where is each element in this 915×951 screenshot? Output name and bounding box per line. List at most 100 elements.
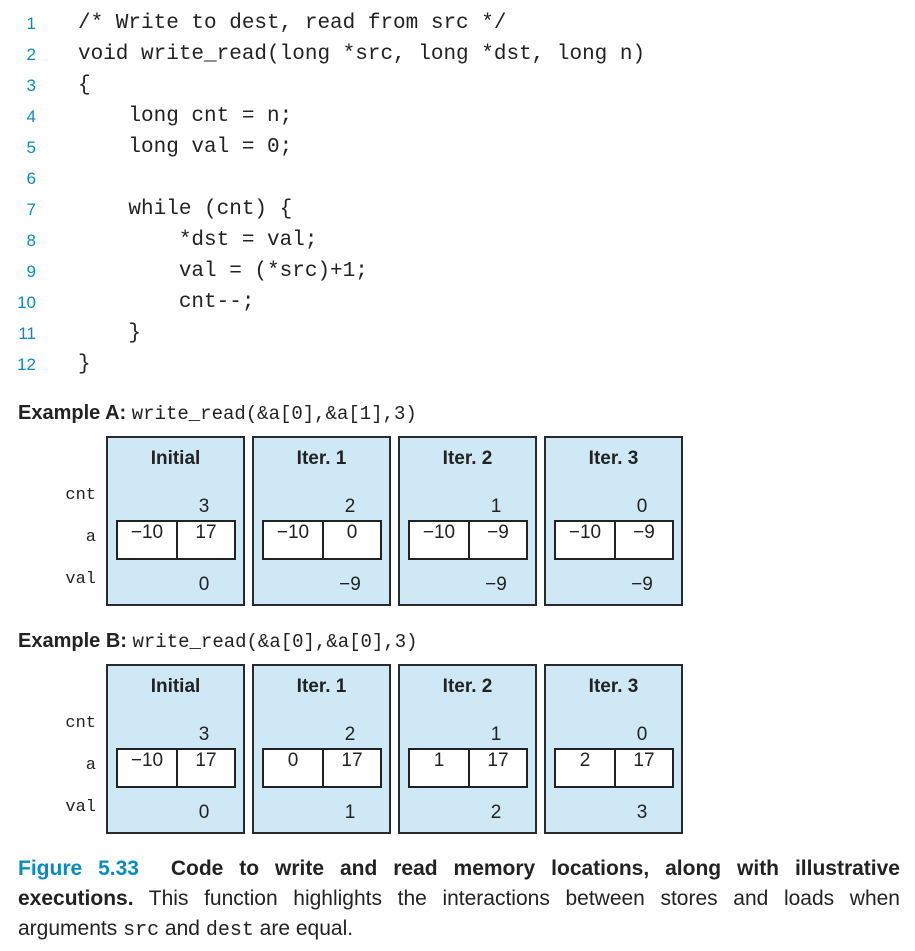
panel-title: Iter. 3 bbox=[588, 448, 639, 469]
array-cell-0: 1 bbox=[433, 750, 445, 771]
state-panel-initial: Initial 3 −10 17 0 bbox=[106, 664, 245, 834]
array-a: −10 −9 bbox=[408, 520, 528, 560]
array-cell-1: −9 bbox=[614, 522, 672, 558]
code-line: 9 val = (*src)+1; bbox=[0, 256, 915, 287]
array-cell-1: 17 bbox=[614, 750, 672, 786]
cnt-value: 1 bbox=[490, 724, 502, 745]
panel-title: Iter. 2 bbox=[442, 448, 493, 469]
code-text: while (cnt) { bbox=[78, 198, 293, 221]
line-number: 8 bbox=[26, 231, 36, 250]
array-cell-1: 17 bbox=[176, 522, 234, 558]
line-number: 3 bbox=[26, 76, 36, 95]
code-line: 7 while (cnt) { bbox=[0, 194, 915, 225]
array-cell-1: 17 bbox=[322, 750, 380, 786]
val-value: −9 bbox=[631, 574, 653, 595]
line-number: 12 bbox=[17, 355, 36, 374]
panel-title: Iter. 2 bbox=[442, 676, 493, 697]
code-text: } bbox=[78, 322, 142, 345]
example-b-label: Example B: bbox=[18, 630, 127, 652]
example-a-call: write_read(&a[0],&a[1],3) bbox=[131, 403, 417, 425]
state-panel-iter-2: Iter. 2 1 1 17 2 bbox=[398, 664, 537, 834]
state-panel-iter-1: Iter. 1 2 −10 0 −9 bbox=[252, 436, 391, 606]
code-line: 12} bbox=[0, 349, 915, 380]
array-cell-0: 0 bbox=[287, 750, 299, 771]
code-line: 5 long val = 0; bbox=[0, 132, 915, 163]
row-label-a: a bbox=[85, 528, 96, 547]
code-text: } bbox=[78, 353, 91, 376]
caption-code-src: src bbox=[123, 919, 160, 942]
state-panel-iter-2: Iter. 2 1 −10 −9 −9 bbox=[398, 436, 537, 606]
array-cell-1: 0 bbox=[322, 522, 380, 558]
example-a-diagram: cnt a val Initial 3 −10 17 0 Iter. 1 2 −… bbox=[0, 436, 915, 608]
array-cell-1: −9 bbox=[468, 522, 526, 558]
line-number: 9 bbox=[26, 262, 36, 281]
cnt-value: 3 bbox=[198, 724, 210, 745]
panel-title: Initial bbox=[150, 448, 201, 469]
array-a: −10 −9 bbox=[554, 520, 674, 560]
code-text: val = (*src)+1; bbox=[78, 260, 368, 283]
state-panel-initial: Initial 3 −10 17 0 bbox=[106, 436, 245, 606]
example-b-diagram: cnt a val Initial 3 −10 17 0 Iter. 1 2 0… bbox=[0, 664, 915, 836]
example-a-heading: Example A: write_read(&a[0],&a[1],3) bbox=[18, 402, 417, 428]
row-label-val: val bbox=[65, 570, 96, 589]
panel-title: Iter. 3 bbox=[588, 676, 639, 697]
cnt-value: 1 bbox=[490, 496, 502, 517]
array-a: 2 17 bbox=[554, 748, 674, 788]
code-line: 10 cnt--; bbox=[0, 287, 915, 318]
line-number: 1 bbox=[26, 14, 36, 33]
array-a: −10 17 bbox=[116, 520, 236, 560]
array-cell-0: −10 bbox=[130, 522, 164, 543]
array-cell-0: −10 bbox=[568, 522, 602, 543]
code-text: { bbox=[78, 74, 91, 97]
caption-text-end: are equal. bbox=[259, 917, 354, 940]
row-label-val: val bbox=[65, 798, 96, 817]
code-text: long cnt = n; bbox=[78, 105, 293, 128]
code-text: long val = 0; bbox=[78, 136, 293, 159]
line-number: 4 bbox=[26, 107, 36, 126]
code-text: /* Write to dest, read from src */ bbox=[78, 12, 507, 35]
array-cell-1: 17 bbox=[176, 750, 234, 786]
cnt-value: 2 bbox=[344, 724, 356, 745]
val-value: 1 bbox=[344, 802, 356, 823]
val-value: 2 bbox=[490, 802, 502, 823]
code-line: 4 long cnt = n; bbox=[0, 101, 915, 132]
example-b-call: write_read(&a[0],&a[0],3) bbox=[132, 631, 418, 653]
state-panel-iter-1: Iter. 1 2 0 17 1 bbox=[252, 664, 391, 834]
cnt-value: 2 bbox=[344, 496, 356, 517]
line-number: 7 bbox=[26, 200, 36, 219]
array-a: 0 17 bbox=[262, 748, 382, 788]
code-text: *dst = val; bbox=[78, 229, 318, 252]
val-value: −9 bbox=[339, 574, 361, 595]
line-number: 11 bbox=[18, 324, 36, 343]
state-panel-iter-3: Iter. 3 0 2 17 3 bbox=[544, 664, 683, 834]
row-label-cnt: cnt bbox=[65, 714, 96, 733]
array-a: −10 17 bbox=[116, 748, 236, 788]
line-number: 10 bbox=[17, 293, 36, 312]
caption-code-dest: dest bbox=[205, 919, 254, 942]
example-b-heading: Example B: write_read(&a[0],&a[0],3) bbox=[18, 630, 418, 656]
array-cell-0: −10 bbox=[422, 522, 456, 543]
line-number: 5 bbox=[26, 138, 36, 157]
array-cell-0: −10 bbox=[276, 522, 310, 543]
array-cell-0: 2 bbox=[579, 750, 591, 771]
code-line: 6 bbox=[0, 163, 915, 194]
array-a: 1 17 bbox=[408, 748, 528, 788]
figure-number: Figure 5.33 bbox=[18, 857, 139, 880]
caption-text: This function highlights the interaction… bbox=[18, 887, 900, 940]
code-line: 11 } bbox=[0, 318, 915, 349]
line-number: 6 bbox=[26, 169, 36, 188]
example-a-label: Example A: bbox=[18, 402, 127, 424]
panel-title: Iter. 1 bbox=[296, 676, 347, 697]
array-cell-1: 17 bbox=[468, 750, 526, 786]
code-line: 1 /* Write to dest, read from src */ bbox=[0, 8, 915, 39]
row-label-a: a bbox=[85, 756, 96, 775]
figure-caption: Figure 5.33 Code to write and read memor… bbox=[18, 854, 900, 944]
figure-title: Code to write and read memory locations,… bbox=[18, 857, 900, 910]
line-number: 2 bbox=[26, 45, 36, 64]
panel-title: Iter. 1 bbox=[296, 448, 347, 469]
panel-title: Initial bbox=[150, 676, 201, 697]
code-line: 3{ bbox=[0, 70, 915, 101]
val-value: −9 bbox=[485, 574, 507, 595]
